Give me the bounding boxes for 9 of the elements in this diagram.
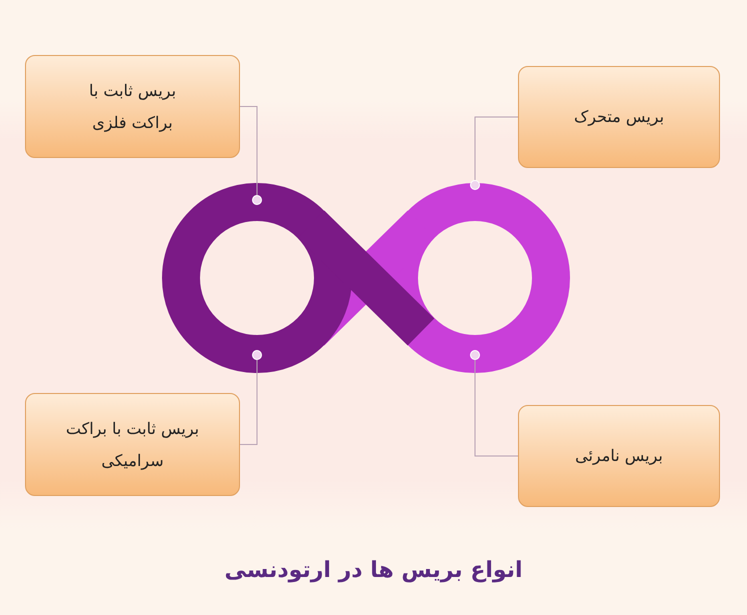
leader-line <box>240 106 258 196</box>
text-box: بریس نامرئی <box>518 405 720 507</box>
leader-line <box>474 360 518 456</box>
leader-line <box>474 116 518 180</box>
title: انواع بریس ها در ارتودنسی <box>223 558 524 583</box>
text-box: بریس ثابت با براکت فلزی <box>25 55 240 158</box>
leader-line <box>240 360 258 445</box>
text-box: بریس ثابت با براکت سرامیکی <box>25 393 240 496</box>
text-box: بریس متحرک <box>518 66 720 168</box>
